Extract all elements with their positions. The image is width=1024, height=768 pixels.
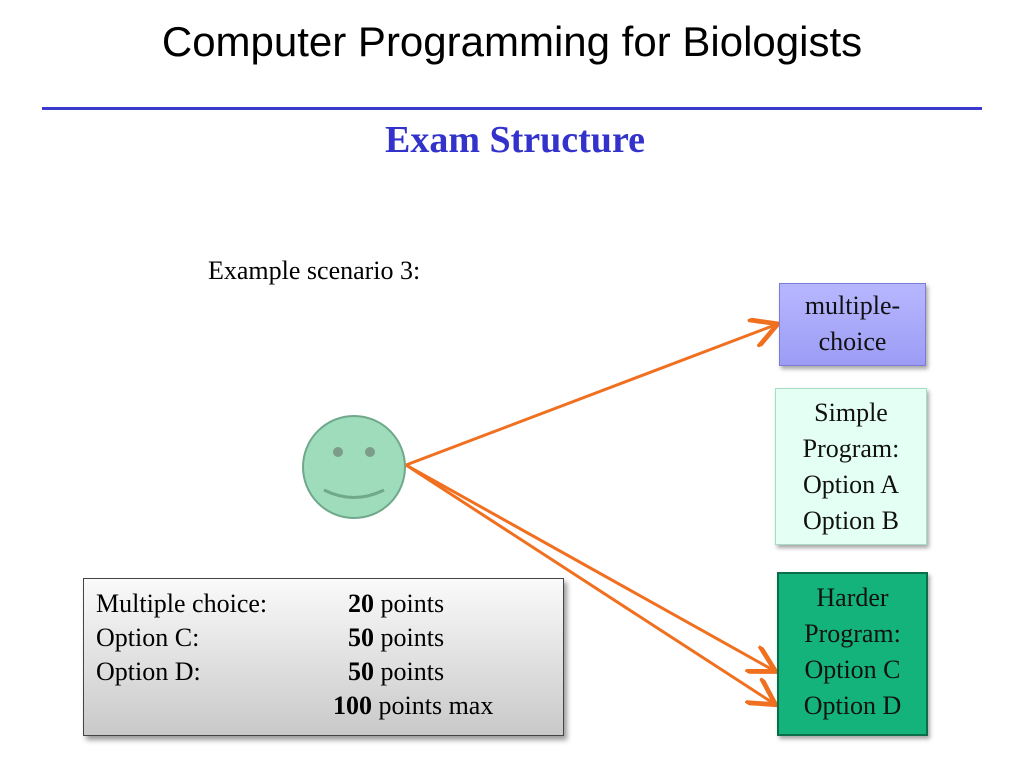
arrow-to-option-d [405,463,773,703]
box-label-line: Option D [803,691,902,720]
points-row-label: Option D: [96,657,201,686]
points-row: Option D: 50 points [96,655,556,689]
points-row-value: 20 points [348,587,444,621]
points-summary-box: Multiple choice: 20 points Option C: 50 … [83,578,564,736]
box-label-line: Harder [816,583,889,612]
points-number: 100 [333,691,372,720]
box-label-line: Simple [814,398,888,427]
points-unit: points [380,657,445,686]
points-row-label: Option C: [96,623,200,652]
slide-title: Computer Programming for Biologists [161,18,863,65]
slide-subtitle: Exam Structure [385,119,645,161]
points-row-value: 50 points [348,655,444,689]
points-row-value: 50 points [348,621,444,655]
points-unit: points max [378,691,494,720]
box-label-line: multiple- [804,291,901,320]
points-number: 50 [348,657,374,686]
box-label-line: Option C [804,655,901,684]
multiple-choice-box: multiple- choice [779,283,926,366]
points-unit: points [380,623,445,652]
title-divider [42,107,982,110]
simple-program-box: Simple Program: Option A Option B [775,388,927,545]
box-label-line: Program: [802,434,900,463]
box-label-line: Option A [802,470,900,499]
arrow-to-multiple-choice [405,325,775,467]
smiley-face-icon [302,415,406,519]
box-label-line: Option B [802,506,900,535]
points-row-value: 100 points max [333,689,493,723]
points-row: Multiple choice: 20 points [96,587,556,621]
points-unit: points [380,589,445,618]
scenario-label: Example scenario 3: [208,256,421,285]
box-label-line: choice [818,327,887,356]
harder-program-box: Harder Program: Option C Option D [777,572,928,736]
points-number: 20 [348,589,374,618]
box-label-line: Program: [804,619,901,648]
arrow-to-option-c [405,463,773,670]
points-row-label: Multiple choice: [96,589,268,618]
points-row: Option C: 50 points [96,621,556,655]
points-number: 50 [348,623,374,652]
points-row-total: 100 points max [96,689,556,723]
